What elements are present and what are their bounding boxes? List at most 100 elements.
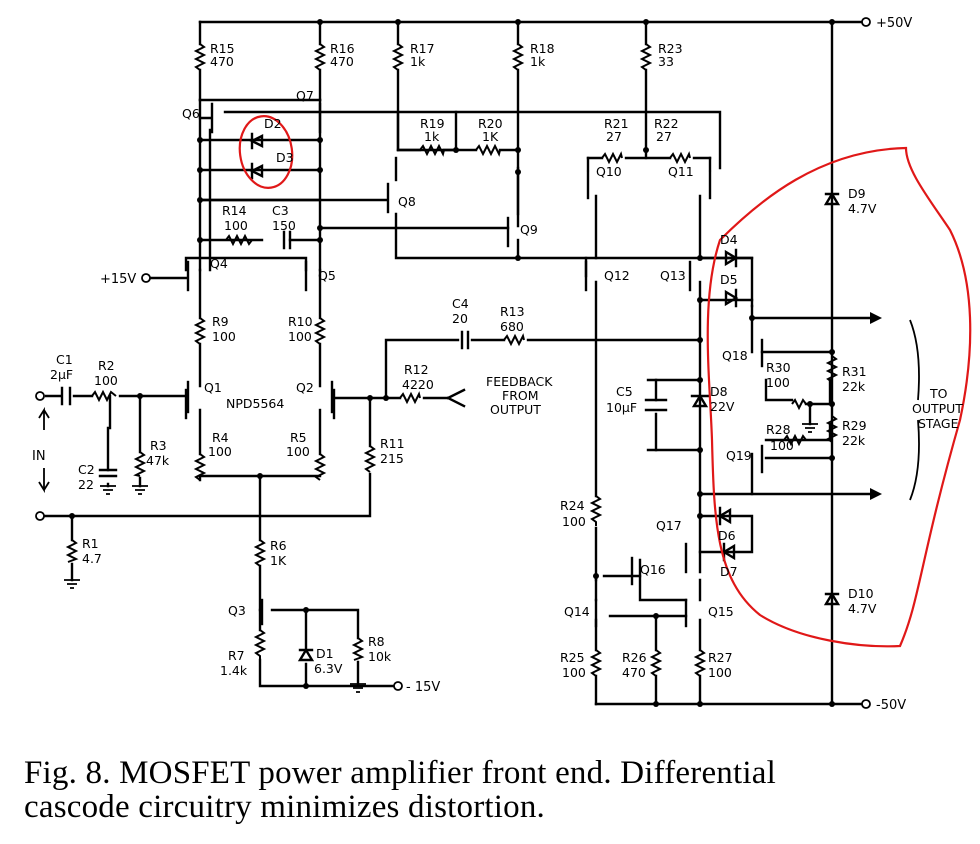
diode-d2 bbox=[249, 132, 264, 150]
label-r2: R2 bbox=[98, 358, 115, 373]
value-r30: 100 bbox=[766, 375, 790, 390]
label-r11: R11 bbox=[380, 436, 405, 451]
label-r27: R27 bbox=[708, 650, 733, 665]
value-c1: 2µF bbox=[50, 367, 73, 382]
value-d10: 4.7V bbox=[848, 601, 877, 616]
label-q2: Q2 bbox=[296, 380, 314, 395]
value-r4: 100 bbox=[208, 444, 232, 459]
label-npd5564: NPD5564 bbox=[226, 396, 284, 411]
resistor-r29 bbox=[825, 415, 839, 443]
value-r2: 100 bbox=[94, 373, 118, 388]
label-d5: D5 bbox=[720, 272, 738, 287]
label-c1: C1 bbox=[56, 352, 73, 367]
resistor-r25 bbox=[589, 649, 603, 677]
label-r17: R17 bbox=[410, 41, 435, 56]
label-r29: R29 bbox=[842, 418, 867, 433]
rail-pos-label: +50V bbox=[876, 16, 912, 31]
capacitor-c3 bbox=[282, 230, 292, 250]
label-q12: Q12 bbox=[604, 268, 630, 283]
value-r12: 4220 bbox=[402, 377, 434, 392]
label-r21: R21 bbox=[604, 116, 629, 131]
diode-d1 bbox=[297, 647, 315, 662]
label-output: OUTPUT bbox=[912, 401, 963, 416]
label-q14: Q14 bbox=[564, 604, 590, 619]
arrow-output-top bbox=[870, 312, 882, 324]
label-d4: D4 bbox=[720, 232, 738, 247]
value-r27: 100 bbox=[708, 665, 732, 680]
label-r28: R28 bbox=[766, 422, 791, 437]
value-r3: 47k bbox=[146, 453, 170, 468]
label-d6: D6 bbox=[718, 528, 736, 543]
resistor-r31 bbox=[825, 355, 839, 383]
caption-line-1: Fig. 8. MOSFET power amplifier front end… bbox=[24, 755, 776, 791]
value-c4: 20 bbox=[452, 311, 468, 326]
capacitor-c4 bbox=[460, 330, 470, 350]
label-q6: Q6 bbox=[182, 106, 200, 121]
label-d3: D3 bbox=[276, 150, 294, 165]
label-d9: D9 bbox=[848, 186, 866, 201]
label-q3: Q3 bbox=[228, 603, 246, 618]
resistor-r3 bbox=[133, 451, 147, 477]
value-r6: 1K bbox=[270, 553, 287, 568]
label-in: IN bbox=[32, 449, 46, 464]
label-d1: D1 bbox=[316, 646, 334, 661]
value-r16: 470 bbox=[330, 54, 354, 69]
resistor-r26 bbox=[649, 649, 663, 677]
label-q1: Q1 bbox=[204, 380, 222, 395]
text-labels: +50V -50V +15V - 15V R15 470 R16 470 R17… bbox=[32, 16, 963, 713]
terminals bbox=[35, 17, 871, 709]
label-c5: C5 bbox=[616, 384, 633, 399]
capacitor-c5 bbox=[644, 398, 668, 412]
label-r20: R20 bbox=[478, 116, 503, 131]
resistor-r12 bbox=[399, 391, 421, 405]
diode-d6 bbox=[717, 506, 732, 526]
label-r16: R16 bbox=[330, 41, 355, 56]
terminal-n15 bbox=[393, 681, 403, 691]
value-r21: 27 bbox=[606, 129, 622, 144]
label-r3: R3 bbox=[150, 438, 167, 453]
label-c3: C3 bbox=[272, 203, 289, 218]
label-d10: D10 bbox=[848, 586, 874, 601]
value-r18: 1k bbox=[530, 54, 546, 69]
label-r31: R31 bbox=[842, 364, 867, 379]
label-q19: Q19 bbox=[726, 448, 752, 463]
in-arrow-down bbox=[38, 468, 50, 494]
capacitors bbox=[60, 230, 668, 478]
value-r11: 215 bbox=[380, 451, 404, 466]
label-r7: R7 bbox=[228, 648, 245, 663]
label-r6: R6 bbox=[270, 538, 287, 553]
label-to: TO bbox=[929, 386, 948, 401]
value-r24: 100 bbox=[562, 514, 586, 529]
bracket-output-stage bbox=[909, 319, 920, 501]
resistor-r17 bbox=[391, 43, 405, 71]
resistor-r28 bbox=[783, 433, 807, 447]
value-r5: 100 bbox=[286, 444, 310, 459]
label-d7: D7 bbox=[720, 564, 738, 579]
rail-p15-label: +15V bbox=[100, 272, 136, 287]
resistor-r11 bbox=[363, 445, 377, 473]
label-q16: Q16 bbox=[640, 562, 666, 577]
annotation-circle-d2-d3 bbox=[238, 115, 294, 189]
value-r15: 470 bbox=[210, 54, 234, 69]
value-c5: 10µF bbox=[606, 400, 637, 415]
value-r17: 1k bbox=[410, 54, 426, 69]
capacitor-c1 bbox=[60, 386, 72, 406]
figure-caption: Fig. 8. MOSFET power amplifier front end… bbox=[24, 756, 974, 824]
diodes bbox=[249, 132, 841, 662]
label-r4: R4 bbox=[212, 430, 229, 445]
label-q10: Q10 bbox=[596, 164, 622, 179]
value-c2: 22 bbox=[78, 477, 94, 492]
label-q8: Q8 bbox=[398, 194, 416, 209]
label-r19: R19 bbox=[420, 116, 445, 131]
value-r22: 27 bbox=[656, 129, 672, 144]
label-d2: D2 bbox=[264, 116, 282, 131]
terminal-p15 bbox=[141, 273, 151, 283]
label-r1: R1 bbox=[82, 536, 99, 551]
resistors bbox=[65, 43, 839, 677]
schematic: +50V -50V +15V - 15V R15 470 R16 470 R17… bbox=[32, 16, 972, 713]
diode-d4 bbox=[724, 248, 739, 268]
diode-d5 bbox=[724, 288, 739, 308]
resistor-r9 bbox=[193, 317, 207, 345]
value-r9: 100 bbox=[212, 329, 236, 344]
label-q7: Q7 bbox=[296, 88, 314, 103]
